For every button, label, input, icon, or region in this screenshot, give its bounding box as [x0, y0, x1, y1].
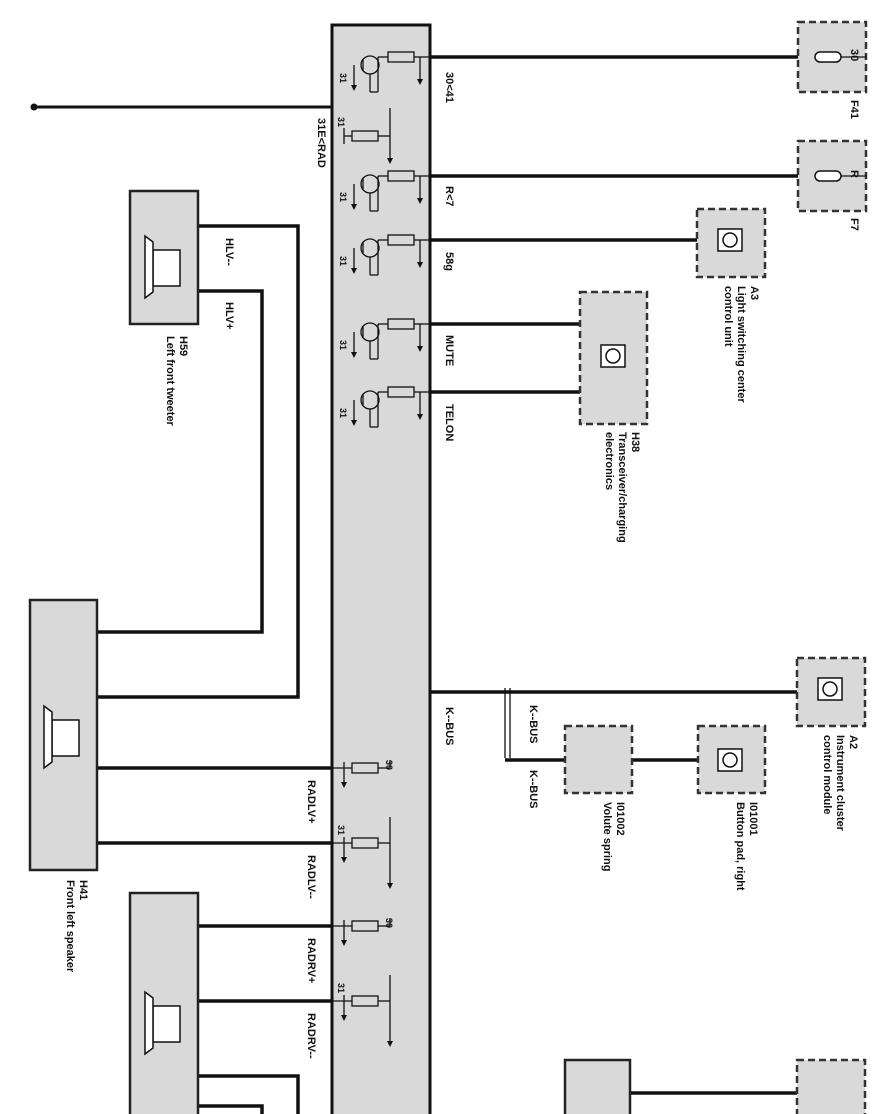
pin-telon: TELON: [443, 404, 455, 441]
transistor-stage: 31: [338, 170, 430, 212]
pin-58g: 58g: [443, 252, 455, 271]
h59-pin-minus: HLV--: [223, 238, 235, 266]
wire-hlv-minus: [97, 224, 300, 699]
pin-mute: MUTE: [443, 335, 455, 366]
kbus-label-b: K--BUS: [527, 770, 539, 809]
transistor-stage: 31: [338, 386, 430, 428]
module-i01002: [563, 724, 634, 795]
speaker-output-stage: 31: [333, 975, 393, 1047]
h41-id: H41: [77, 880, 89, 900]
h59-line1: Left front tweeter: [164, 336, 176, 427]
module-i01001: [696, 724, 767, 795]
ground-stage-label: 31: [336, 117, 346, 127]
h38-id: H38: [629, 432, 641, 452]
labels: 30<41 31E<RAD R<7 58g MUTE TELON K--BUS …: [64, 49, 860, 1059]
transistor-ground-label: 31: [338, 73, 348, 83]
speaker-stage-supply-label: 30: [384, 918, 394, 928]
pin-r-7: R<7: [443, 186, 455, 207]
a2-id: A2: [847, 735, 859, 749]
i01002-id: I01002: [614, 802, 626, 836]
speaker-h41: [28, 598, 99, 872]
speaker-right-front: [128, 891, 200, 1114]
transistor-ground-label: 31: [338, 256, 348, 266]
radio-module: [330, 23, 432, 1114]
i01001-line1: Button pad, right: [734, 802, 746, 891]
transistor-stage: 31: [338, 234, 430, 276]
pin-radrv-plus: RADRV+: [305, 938, 317, 983]
module-a2: [795, 656, 867, 728]
internal-transistor-stages: 31 31 31 31 31: [338, 51, 430, 428]
speaker-stage-ground-label: 31: [336, 825, 346, 835]
module-a3: [695, 207, 767, 279]
h59-pin-plus: HLV+: [223, 302, 235, 330]
f41-id: F41: [848, 100, 860, 119]
internal-speaker-stages: 30 31 30 31: [333, 760, 394, 1047]
speaker-stage-ground-label: 31: [336, 983, 346, 993]
h41-line1: Front left speaker: [64, 880, 76, 973]
f7-id: F7: [848, 218, 860, 231]
f7-pin: R: [848, 170, 860, 178]
speaker-stage-supply-label: 30: [384, 760, 394, 770]
i01002-line1: Volute spring: [601, 802, 613, 871]
fuse-f7: [796, 139, 868, 213]
module-h38: [578, 290, 649, 426]
h38-line2: electronics: [603, 432, 615, 490]
transistor-ground-label: 31: [338, 408, 348, 418]
speaker-output-stage: 30: [333, 760, 394, 788]
i01001-id: I01001: [747, 802, 759, 836]
transistor-ground-label: 31: [338, 192, 348, 202]
a3-line1: Light switching center: [735, 286, 747, 403]
kbus-label-a: K--BUS: [527, 705, 539, 744]
module-bottom-right: [795, 1058, 867, 1114]
transistor-stage: 31: [338, 51, 430, 93]
a3-line2: control unit: [722, 286, 734, 347]
transistor-stage: 31: [338, 318, 430, 360]
a2-line1: Instrument cluster: [834, 735, 846, 832]
pin-radrv-minus: RADRV--: [305, 1013, 317, 1059]
fuse-f41: [796, 20, 868, 94]
wire-hlv-plus: [97, 289, 264, 634]
pin-radlv-minus: RADLV--: [305, 855, 317, 899]
h38-line1: Transceiver/charging: [616, 432, 628, 543]
pin-31e-rad: 31E<RAD: [315, 118, 327, 168]
h59-id: H59: [177, 336, 189, 356]
a3-id: A3: [748, 286, 760, 300]
transistor-ground-label: 31: [338, 340, 348, 350]
pin-30-41: 30<41: [443, 72, 455, 103]
pin-radlv-plus: RADLV+: [305, 780, 317, 824]
internal-ground-stage: [343, 108, 393, 164]
pin-kbus: K--BUS: [443, 707, 455, 746]
wire-bottom-a: [198, 1074, 300, 1114]
module-bottom-center: [563, 1058, 632, 1114]
tweeter-h59: [128, 189, 200, 326]
f41-pin: 30: [848, 49, 860, 61]
speaker-output-stage: 30: [333, 918, 394, 946]
a2-line2: control module: [821, 735, 833, 814]
wire-end-dot: [30, 103, 38, 111]
speaker-output-stage: 31: [333, 817, 393, 889]
wire-bottom-b: [198, 1104, 264, 1114]
